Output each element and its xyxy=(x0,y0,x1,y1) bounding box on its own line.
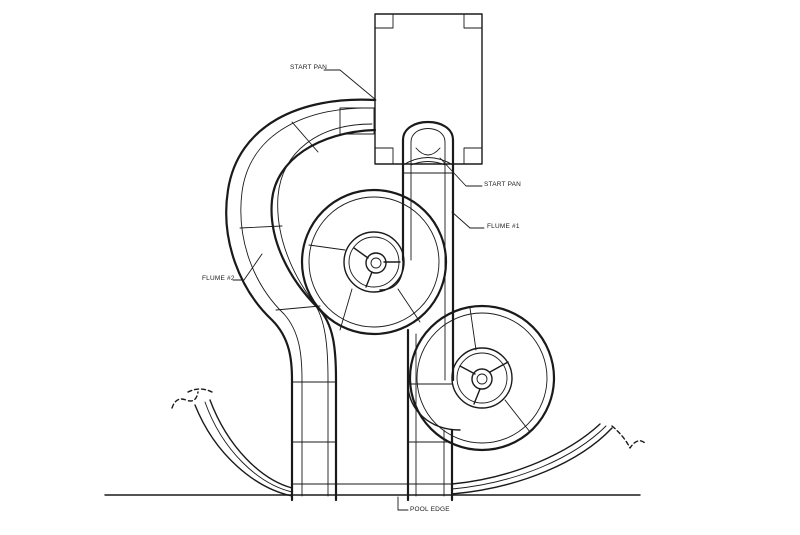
flume-1-chute xyxy=(379,120,455,382)
flume-1-label: FLUME #1 xyxy=(487,223,520,230)
right-runout-arc xyxy=(451,423,647,495)
tower-platform xyxy=(374,13,483,165)
flume-1-run-out xyxy=(335,328,461,502)
start-pan-right-label: START PAN xyxy=(484,181,522,188)
flume-2-label: FLUME #2 xyxy=(202,275,235,282)
pool-edge-label: POOL EDGE xyxy=(410,506,450,513)
start-pan-top-label: START PAN xyxy=(290,64,328,71)
left-runout-arc xyxy=(171,388,293,497)
flume-1-upper-spiral xyxy=(300,188,448,336)
flume-2 xyxy=(225,98,377,502)
flume-1-lower-spiral xyxy=(408,304,556,452)
leader-lines xyxy=(232,69,485,511)
